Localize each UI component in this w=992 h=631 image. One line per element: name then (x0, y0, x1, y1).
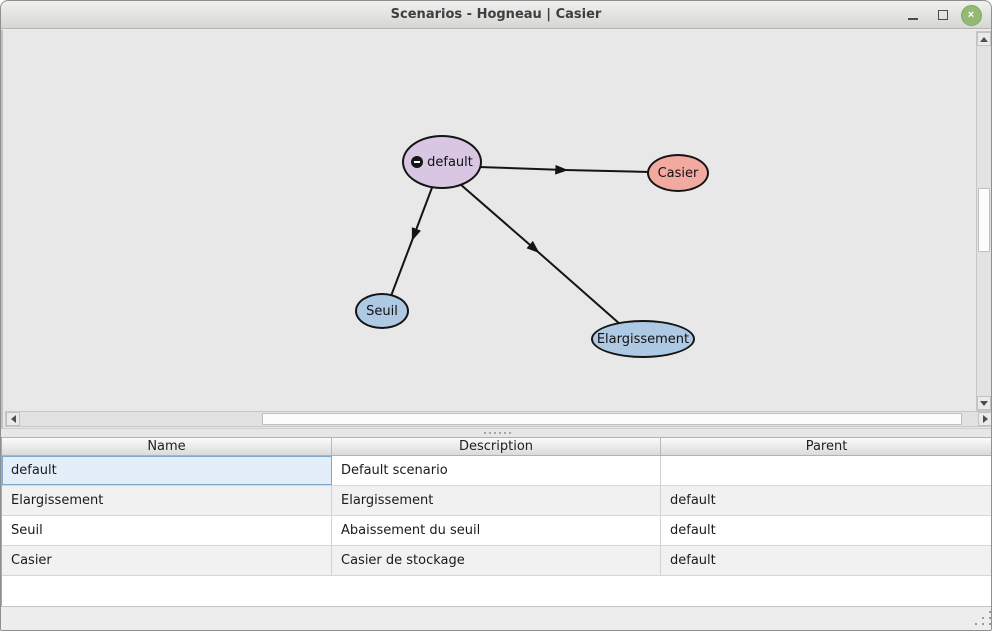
graph-node-seuil[interactable]: Seuil (355, 293, 409, 329)
cell-name[interactable]: Seuil (2, 516, 332, 545)
left-arrow-icon (10, 415, 16, 423)
scroll-up-button[interactable] (977, 32, 991, 46)
table-row: Elargissement Elargissement default (2, 486, 991, 516)
scenario-graph-panel[interactable]: default Casier Seuil Elargissement (1, 30, 991, 428)
column-header-description[interactable]: Description (332, 438, 661, 455)
graph-node-casier[interactable]: Casier (647, 154, 709, 192)
node-label: Casier (657, 165, 699, 181)
panel-splitter[interactable] (1, 428, 991, 437)
cell-name-selected[interactable]: default (2, 456, 332, 485)
node-label: Seuil (366, 303, 398, 319)
table-row: default Default scenario (2, 456, 991, 486)
maximize-button[interactable] (929, 1, 957, 29)
edge-default-seuil (390, 184, 434, 297)
horizontal-scrollbar[interactable] (5, 411, 991, 427)
up-arrow-icon (980, 36, 988, 42)
cell-name[interactable]: Casier (2, 546, 332, 575)
cell-parent[interactable]: default (670, 493, 716, 508)
right-arrow-icon (982, 415, 988, 423)
table-row: Seuil Abaissement du seuil default (2, 516, 991, 546)
scroll-right-button[interactable] (978, 412, 991, 426)
close-icon: × (960, 4, 982, 26)
titlebar[interactable]: Scenarios - Hogneau | Casier × (1, 1, 991, 29)
cell-description[interactable]: Default scenario (332, 456, 661, 485)
minimize-button[interactable] (899, 1, 927, 29)
node-label: default (427, 154, 473, 170)
table-header-row: Name Description Parent (2, 437, 991, 456)
cell-name[interactable]: Elargissement (2, 486, 332, 515)
minimize-icon (908, 18, 918, 20)
resize-grip-icon[interactable] (975, 623, 977, 625)
cell-description[interactable]: Abaissement du seuil (332, 516, 661, 545)
cell-description[interactable]: Casier de stockage (332, 546, 661, 575)
scroll-left-button[interactable] (6, 412, 20, 426)
minus-circle-icon (411, 156, 424, 168)
node-label: Elargissement (596, 331, 690, 347)
graph-node-elargissement[interactable]: Elargissement (591, 320, 695, 358)
edge-default-elargissement (459, 183, 622, 326)
cell-parent[interactable]: default (670, 553, 716, 568)
splitter-handle-icon (483, 432, 511, 434)
close-button[interactable]: × (957, 1, 985, 29)
graph-edges (390, 164, 651, 326)
vertical-scrollbar[interactable] (976, 31, 991, 411)
vertical-scrollbar-thumb[interactable] (978, 188, 990, 252)
edge-default-casier (478, 164, 651, 175)
down-arrow-icon (980, 400, 988, 406)
column-header-parent[interactable]: Parent (805, 439, 848, 454)
table-row: Casier Casier de stockage default (2, 546, 991, 576)
column-header-name[interactable]: Name (2, 438, 332, 455)
cell-parent[interactable] (661, 456, 991, 485)
scenario-table: Name Description Parent default Default … (1, 437, 991, 608)
maximize-icon (938, 10, 948, 20)
graph-node-default[interactable]: default (402, 135, 482, 189)
cell-description[interactable]: Elargissement (332, 486, 661, 515)
scroll-down-button[interactable] (977, 396, 991, 410)
window-title: Scenarios - Hogneau | Casier (390, 7, 602, 22)
status-strip (1, 606, 991, 630)
cell-parent[interactable]: default (670, 523, 716, 538)
horizontal-scrollbar-thumb[interactable] (262, 413, 962, 425)
